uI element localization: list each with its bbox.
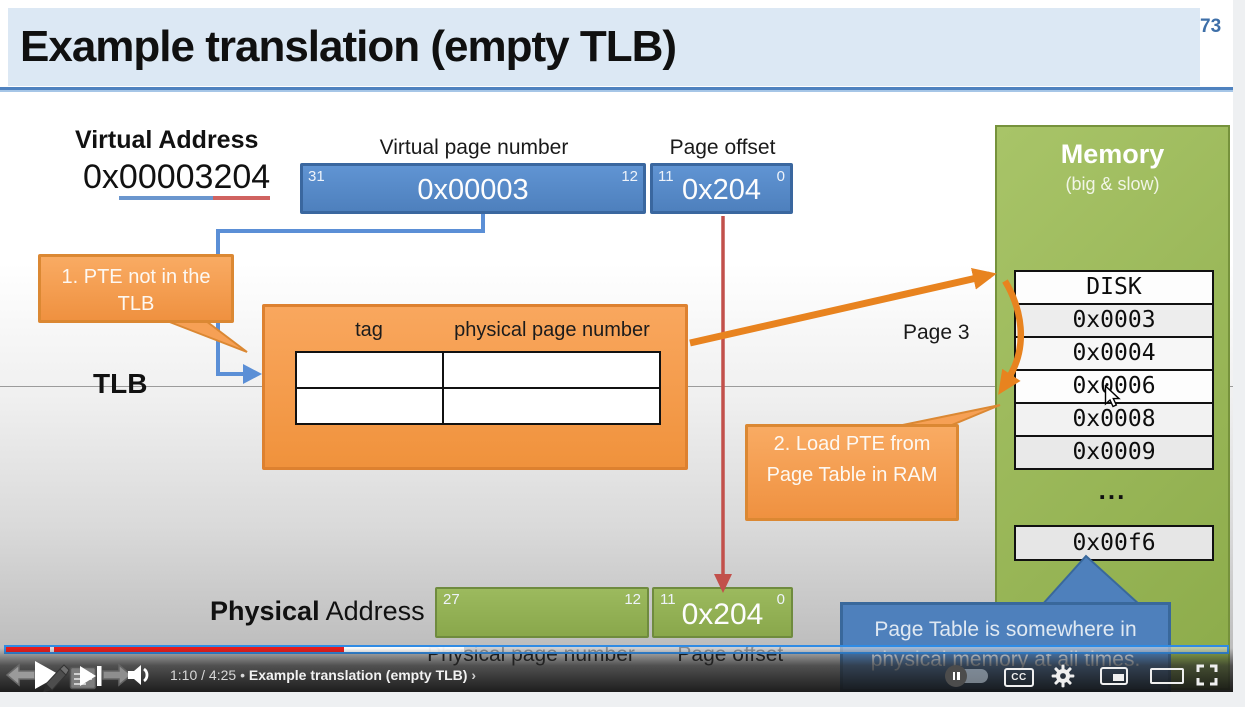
vpn-value: 0x00003 [417, 174, 529, 206]
tlb-header-tag: tag [355, 319, 383, 341]
video-player: Example translation (empty TLB) 73 Virtu… [0, 0, 1233, 692]
title-divider [0, 87, 1233, 90]
va-prefix: 0x [83, 158, 119, 196]
tlb-box: tag physical page number [262, 304, 688, 470]
chapter-title[interactable]: Example translation (empty TLB) [248, 667, 468, 683]
va-offset-digits: 204 [213, 158, 271, 200]
virtual-address-label: Virtual Address [75, 126, 259, 154]
title-divider-light [0, 90, 1233, 92]
tlb-row [295, 351, 662, 389]
blue-arrowhead [243, 364, 262, 384]
next-icon[interactable] [78, 663, 104, 689]
memory-row: 0x0004 [1014, 336, 1214, 371]
physical-offset-box: 11 0 0x204 [652, 587, 793, 638]
page-3-label: Page 3 [903, 321, 970, 344]
page-offset-label: Page offset [669, 136, 776, 159]
slide-title: Example translation (empty TLB) [20, 22, 677, 71]
memory-table: DISK 0x0003 0x0004 0x0006 0x0008 0x0009 [1014, 270, 1214, 470]
tlb-header-ppn: physical page number [454, 319, 650, 341]
fullscreen-button[interactable] [1196, 664, 1218, 686]
address-rest: Address [319, 596, 425, 626]
physical-address-label: Physical Address [210, 596, 425, 627]
page-offset-box: 11 0 0x204 [650, 163, 793, 214]
memory-title: Memory [1060, 139, 1165, 169]
memory-ellipsis: ... [1098, 475, 1127, 505]
current-duration: 1:10 / 4:25 [170, 667, 237, 683]
slide-page-number: 73 [1200, 16, 1222, 37]
physical-offset-value: 0x204 [681, 598, 764, 631]
virtual-address-value: 0x00003204 [83, 158, 271, 200]
callout1-tail [166, 320, 248, 353]
tlb-headers: tag physical page number [295, 319, 661, 342]
theater-mode-button[interactable] [1150, 668, 1184, 684]
tlb-label: TLB [93, 368, 148, 399]
physical-ppn-box: 27 12 [435, 587, 649, 638]
physical-bold: Physical [210, 596, 320, 626]
slide-title-band [8, 8, 1200, 86]
tlb-row [295, 387, 662, 425]
memory-box: Memory (big & slow) DISK 0x0003 0x0004 0… [995, 125, 1230, 690]
autoplay-toggle-knob [945, 665, 967, 687]
slide-forward-arrow-icon [102, 663, 133, 687]
memory-row: 0x0006 [1014, 369, 1214, 404]
tlb-table [295, 351, 662, 425]
bit-0: 0 [776, 168, 785, 185]
callout-page-table-line1: Page Table is somewhere in [874, 618, 1137, 641]
dot-separator: • [240, 667, 245, 683]
va-vpn-digits: 00003 [118, 158, 214, 200]
settings-gear-icon[interactable] [1050, 663, 1076, 689]
bit-0-phys: 0 [776, 591, 785, 608]
bit-11: 11 [658, 168, 674, 185]
vpn-box: 31 12 0x00003 [300, 163, 646, 214]
player-controls-bar: 1:10 / 4:25 • Example translation (empty… [0, 648, 1233, 692]
time-display: 1:10 / 4:25 • Example translation (empty… [170, 667, 476, 683]
pencil-icon [43, 664, 70, 692]
callout-load-pte: 2. Load PTE from Page Table in RAM [745, 424, 959, 521]
mouse-cursor [1104, 385, 1121, 408]
volume-icon[interactable] [126, 662, 154, 688]
vpn-label: Virtual page number [379, 136, 569, 159]
cc-button[interactable]: CC [1004, 668, 1034, 687]
page-offset-value: 0x204 [681, 174, 761, 206]
bit-11-phys: 11 [660, 591, 676, 608]
memory-page-table-row: 0x00f6 [1014, 525, 1214, 561]
play-icon[interactable] [32, 659, 62, 691]
bit-12-phys: 12 [624, 591, 641, 608]
bit-27: 27 [443, 591, 460, 608]
autoplay-toggle[interactable] [945, 665, 988, 687]
memory-subtitle: (big & slow) [1065, 174, 1160, 194]
bit-12: 12 [621, 168, 638, 185]
memory-row: 0x0003 [1014, 303, 1214, 338]
memory-row: DISK [1014, 270, 1214, 305]
miniplayer-button[interactable] [1100, 667, 1128, 685]
callout-pte-not-in-tlb: 1. PTE not in the TLB [38, 254, 234, 323]
bit-31: 31 [308, 168, 325, 185]
chapter-chevron-icon[interactable]: › [471, 667, 477, 683]
memory-row: 0x0009 [1014, 435, 1214, 470]
